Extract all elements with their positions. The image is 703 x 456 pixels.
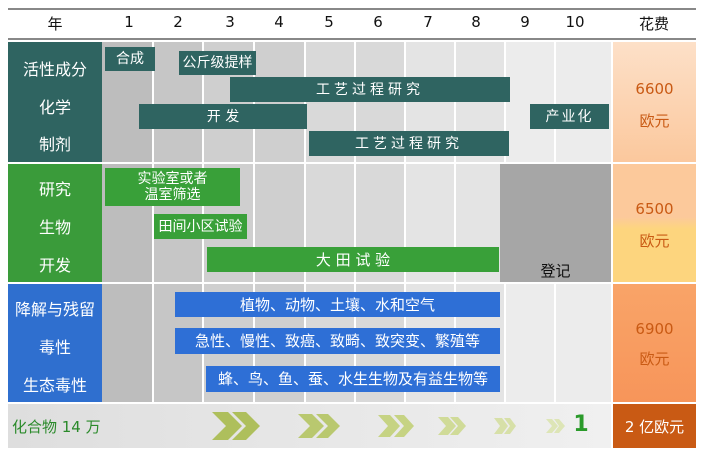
grid-line [504,42,506,162]
cost-box-3 [613,284,696,402]
year-10: 10 [565,13,585,31]
cost-unit-2: 欧元 [639,232,670,250]
section-1-label-2: 化学 [38,98,71,117]
year-5: 5 [324,13,334,31]
section-3-label-1: 降解与残留 [14,300,95,319]
section-3-label-2: 毒性 [38,338,71,357]
bar-field-plot-trial: 田间小区试验 [154,214,247,239]
year-6: 6 [373,13,383,31]
bar-synthesis: 合成 [105,47,155,71]
section-3-label-box [8,284,102,402]
bar-toxicity: 急性、慢性、致癌、致畸、致突变、繁殖等 [175,328,500,354]
registration-block [500,162,611,282]
chevron-icon [298,414,340,438]
section-2-label-1: 研究 [38,180,71,199]
grid-line [304,42,306,402]
year-4: 4 [274,13,284,31]
section-2-label-2: 生物 [38,218,71,237]
year-1: 1 [124,13,134,31]
total-cost-box [613,404,696,448]
bar-kilogram-sample: 公斤级提样 [179,51,256,75]
grid-line [253,42,255,402]
bar-ecotoxicity: 蜂、鸟、鱼、蚕、水生生物及有益生物等 [206,366,500,392]
chevron-icon [546,419,565,433]
cost-box-2 [613,164,696,282]
chevron-icon [438,417,466,435]
grid-line [454,42,456,402]
grid-line [554,42,556,162]
cost-unit-3: 欧元 [639,350,670,368]
bar-degradation-residue: 植物、动物、土壤、水和空气 [175,292,500,317]
section-2-label-box [8,164,102,282]
bar-large-field-trial: 大 田 试 验 [207,247,499,272]
final-product-count: 1 [573,412,589,437]
bar-development: 开 发 [139,104,307,129]
section-2-label-3: 开发 [38,256,71,275]
cost-box-1 [613,42,696,162]
bar-process-research-1: 工艺过程研究 [230,77,510,102]
funnel-chevrons [212,412,565,440]
grid-line [152,42,154,402]
grid-line [354,42,356,402]
chevron-icon [212,412,260,440]
grid-line [404,42,406,402]
year-8: 8 [471,13,481,31]
bar-industrialization: 产业化 [530,104,609,129]
compound-count: 化合物 14 万 [12,418,101,436]
section-divider [8,162,696,164]
grid-line [554,282,556,402]
year-2: 2 [173,13,183,31]
grid-line [504,282,506,402]
total-cost: 2 亿欧元 [624,418,685,436]
cost-unit-1: 欧元 [639,112,670,130]
year-3: 3 [225,13,235,31]
section-1-label-3: 制剂 [38,135,71,154]
cost-value-3: 6900 [635,320,674,338]
year-9: 9 [520,13,530,31]
year-7: 7 [423,13,433,31]
bar-process-research-2: 工艺过程研究 [309,131,509,156]
cost-value-1: 6600 [635,80,674,98]
chevron-icon [494,418,516,434]
year-label: 年 [47,15,63,33]
cost-value-2: 6500 [635,200,674,218]
header-row [8,8,696,40]
section-1-label-box [8,42,102,162]
bar-lab-greenhouse-screening: 实验室或者 温室筛选 [105,168,240,206]
section-3-label-3: 生态毒性 [22,376,87,395]
section-1-label-1: 活性成分 [22,60,87,79]
cost-label: 花费 [638,15,669,33]
section-divider [8,282,696,284]
registration-label: 登记 [540,262,571,280]
chevron-icon [378,415,414,437]
grid-column-band [102,42,152,402]
